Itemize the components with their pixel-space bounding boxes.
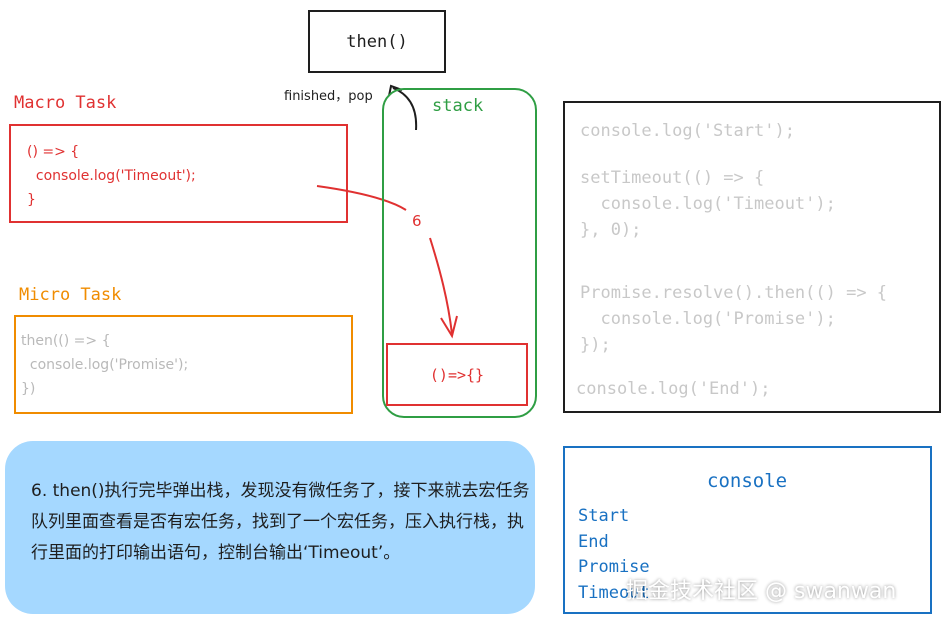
code-line: console.log('Promise');	[580, 309, 836, 329]
step-number: 6	[412, 212, 422, 230]
macro-to-stack-arrow-lower	[429, 237, 453, 335]
console-line: Promise	[578, 557, 650, 577]
console-line: Timeout	[578, 583, 650, 603]
macro-task-queue: () => { console.log('Timeout'); }	[9, 124, 348, 223]
console-output-panel	[563, 446, 932, 614]
explanation-text: 6. then()执行完毕弹出栈，发现没有微任务了，接下来就去宏任务队列里面查看…	[31, 481, 530, 563]
code-line: Promise.resolve().then(() => {	[580, 283, 888, 303]
then-call-box: then()	[308, 10, 446, 73]
code-line: }, 0);	[580, 220, 642, 240]
explanation-note	[5, 441, 535, 614]
macro-task-title: Macro Task	[14, 93, 117, 113]
macro-to-stack-arrowhead	[440, 315, 458, 339]
console-title: console	[707, 470, 788, 492]
call-stack-title: stack	[432, 96, 484, 116]
watermark: 掘金技术社区 @ swanwan	[626, 579, 897, 604]
call-stack	[382, 88, 537, 418]
then-call-label: then()	[346, 31, 408, 52]
source-code-panel: console.log('Start'); setTimeout(() => {…	[563, 101, 941, 413]
console-line: End	[578, 532, 609, 552]
stack-frame: ()=>{}	[386, 343, 528, 406]
stack-frame-label: ()=>{}	[429, 365, 485, 384]
micro-code-line: console.log('Promise');	[21, 357, 189, 373]
macro-code-line: console.log('Timeout');	[27, 168, 196, 184]
macro-code-line: }	[27, 192, 36, 208]
macro-to-stack-arrow	[316, 185, 407, 211]
code-line: });	[580, 335, 611, 355]
pop-label: finished，pop	[284, 89, 373, 104]
code-line: console.log('Timeout');	[580, 194, 836, 214]
micro-task-title: Micro Task	[19, 285, 122, 305]
code-line: console.log('End');	[576, 379, 771, 399]
macro-code-line: () => {	[27, 144, 80, 160]
micro-task-queue: then(() => { console.log('Promise'); })	[14, 315, 353, 414]
console-line: Start	[578, 506, 630, 526]
micro-code-line: })	[21, 381, 36, 397]
code-line: console.log('Start');	[580, 121, 795, 141]
code-line: setTimeout(() => {	[580, 168, 765, 188]
micro-code-line: then(() => {	[21, 333, 111, 349]
